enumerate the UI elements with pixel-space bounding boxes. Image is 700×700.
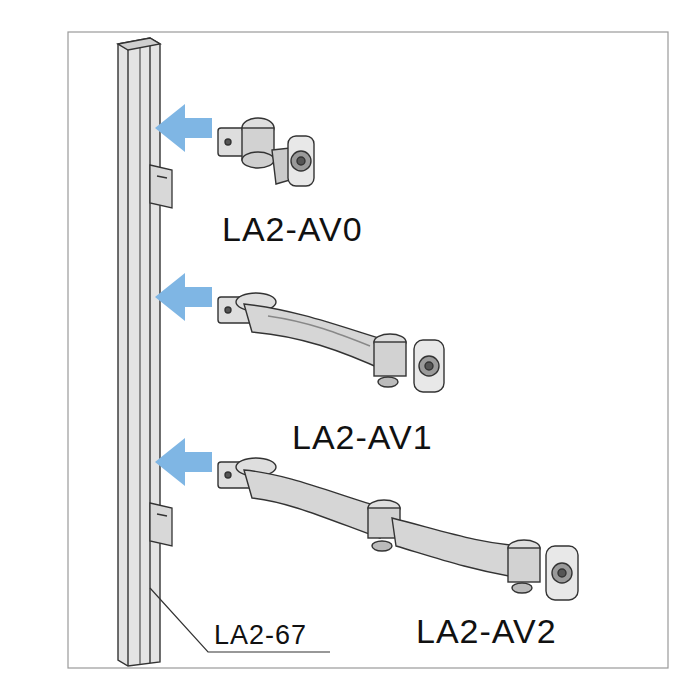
arm-av2 [218,458,578,600]
rail-bracket [150,165,172,546]
leader-line [150,588,330,652]
part-name: LA2-AV2 [416,614,557,648]
part-name: LA2-AV0 [222,212,363,246]
part-name: LA2-67 [214,622,307,649]
frame-border [68,32,668,668]
rail-profile [118,38,160,666]
arm-av1 [218,293,444,392]
arm-av0 [218,118,314,186]
insert-arrow [155,104,212,486]
part-name: LA2-AV1 [292,420,433,454]
